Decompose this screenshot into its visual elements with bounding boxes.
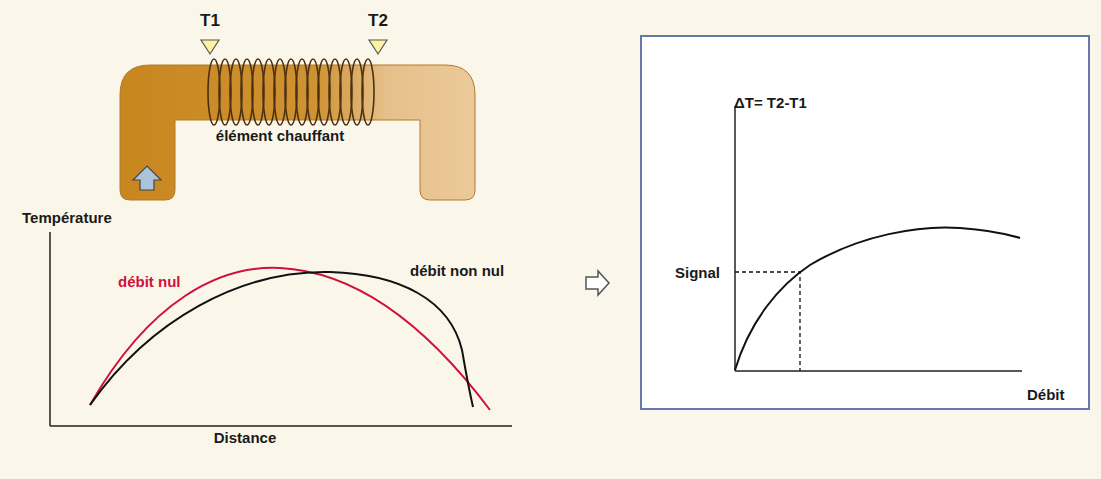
axis	[735, 370, 1022, 372]
axis-title: Température	[22, 210, 112, 227]
axis-title: Distance	[214, 430, 277, 447]
axis	[50, 425, 512, 427]
dashed-guide	[735, 272, 800, 371]
panel-ground	[640, 35, 1090, 410]
sensor-marker	[369, 40, 387, 54]
chart-panel: ΔT= T2-T1SignalDébit	[640, 35, 1090, 410]
flow-arrow	[133, 166, 161, 190]
coil-winding	[362, 59, 374, 125]
axis-title: ΔT= T2-T1	[734, 95, 807, 112]
axis	[49, 232, 51, 426]
axis	[734, 106, 736, 371]
sensor-name: T1	[200, 12, 220, 31]
part-name: élément chauffant	[216, 128, 344, 145]
curve-label: débit non nul	[410, 263, 504, 280]
heating-coil	[208, 59, 374, 125]
curve-label: débit nul	[118, 274, 181, 291]
axis-label: Signal	[675, 265, 720, 282]
response-curve	[735, 227, 1020, 370]
implies-arrow	[586, 271, 609, 295]
axis-title: Débit	[1027, 387, 1065, 404]
sensor-marker	[201, 40, 219, 54]
sensor-name: T2	[368, 12, 388, 31]
curve-flow	[90, 272, 473, 407]
curve-zero-flow	[90, 268, 490, 410]
